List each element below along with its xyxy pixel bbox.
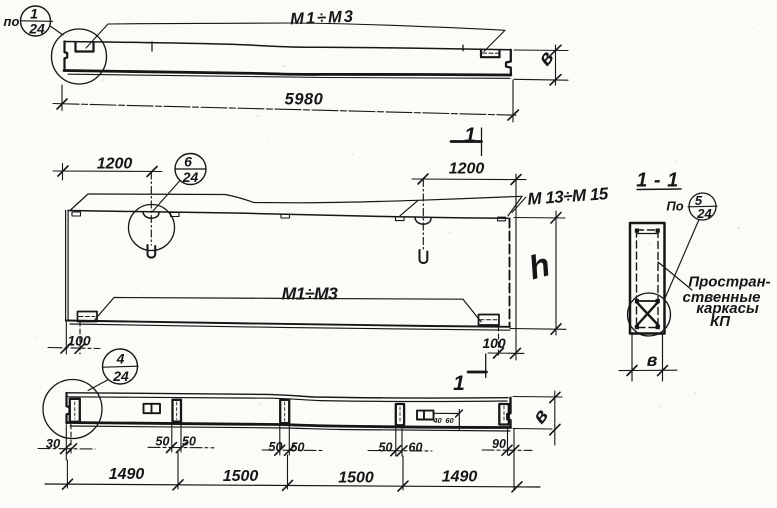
svg-text:1490: 1490: [442, 469, 478, 486]
svg-text:100: 100: [67, 333, 91, 349]
svg-text:50: 50: [156, 434, 170, 448]
svg-text:в: в: [647, 350, 658, 370]
svg-text:1490: 1490: [109, 466, 145, 483]
svg-text:6: 6: [184, 154, 192, 170]
svg-text:50: 50: [291, 441, 305, 455]
svg-text:каркасы: каркасы: [696, 300, 759, 317]
svg-text:по: по: [4, 14, 20, 29]
svg-text:5980: 5980: [285, 91, 324, 109]
svg-text:24: 24: [28, 21, 45, 37]
svg-text:50: 50: [379, 441, 393, 455]
svg-text:50: 50: [269, 440, 283, 454]
svg-text:50: 50: [182, 435, 196, 449]
svg-text:М1÷М3: М1÷М3: [282, 284, 338, 304]
svg-text:30: 30: [46, 436, 61, 451]
svg-text:1: 1: [464, 124, 476, 147]
svg-text:60: 60: [445, 416, 454, 425]
svg-text:4: 4: [116, 351, 125, 367]
svg-text:1500: 1500: [338, 470, 374, 487]
svg-text:24: 24: [696, 206, 712, 221]
svg-text:1: 1: [30, 6, 38, 22]
svg-text:24: 24: [182, 169, 199, 185]
svg-text:1-1: 1-1: [636, 170, 684, 192]
svg-text:60: 60: [409, 441, 423, 455]
svg-text:КП: КП: [710, 313, 731, 330]
svg-text:100: 100: [482, 335, 506, 351]
svg-text:1200: 1200: [449, 161, 485, 178]
svg-text:Простран-: Простран-: [688, 274, 770, 291]
svg-text:24: 24: [112, 368, 129, 384]
svg-text:1500: 1500: [223, 468, 259, 485]
svg-text:5: 5: [695, 193, 703, 208]
svg-text:90: 90: [492, 437, 506, 451]
svg-text:40: 40: [432, 416, 442, 425]
svg-text:ственные: ственные: [683, 289, 761, 306]
svg-text:По: По: [666, 199, 683, 214]
svg-text:М1÷М3: М1÷М3: [290, 8, 356, 29]
svg-text:1200: 1200: [97, 156, 133, 173]
svg-text:1: 1: [453, 372, 465, 395]
